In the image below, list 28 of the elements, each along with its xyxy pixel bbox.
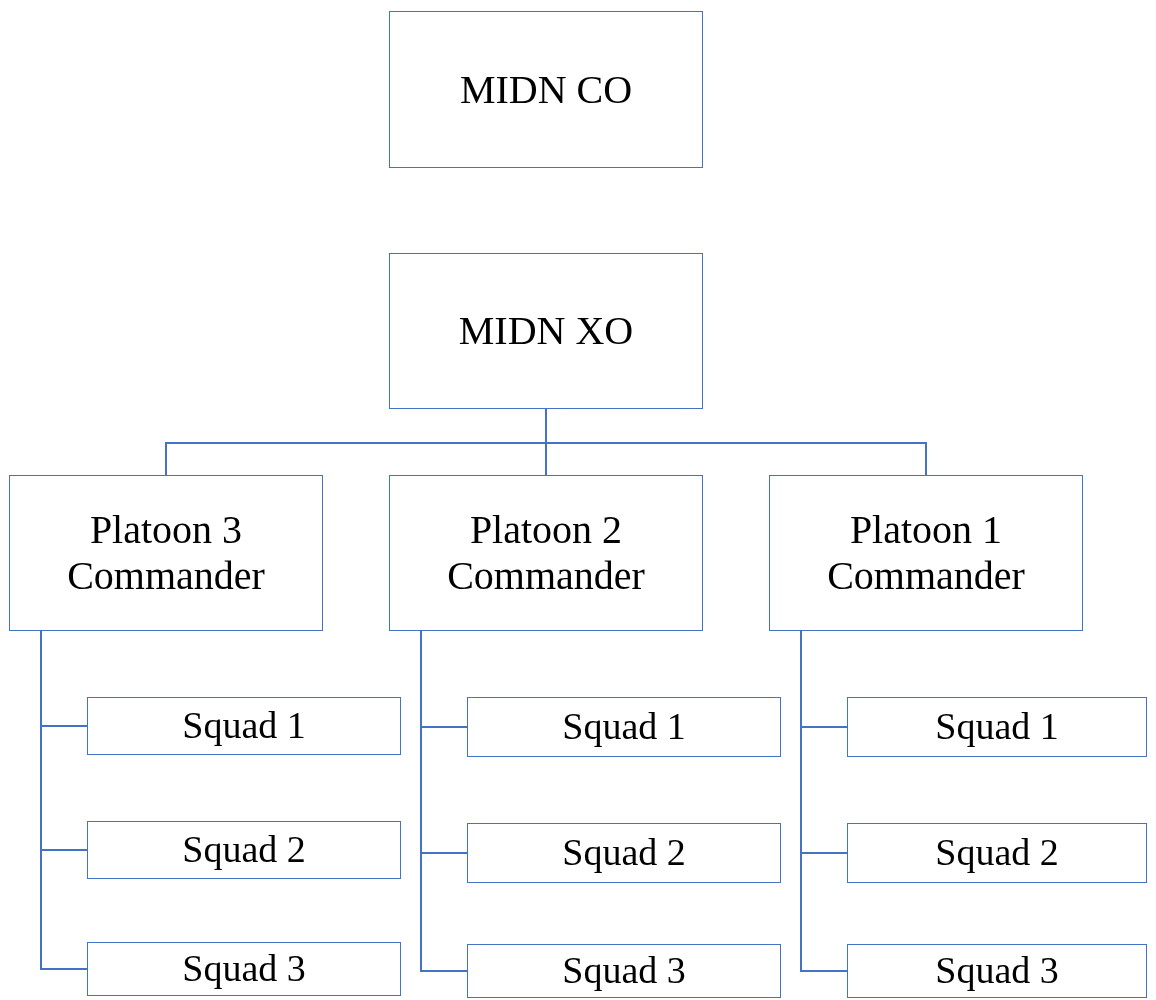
org-box (87, 942, 401, 996)
org-box (389, 475, 703, 631)
org-box (847, 944, 1147, 998)
role-label: Squad 2 (182, 828, 306, 872)
role-label: Platoon 1 Commander (826, 507, 1026, 599)
org-box (769, 475, 1083, 631)
org-box (389, 11, 703, 168)
role-label: Squad 1 (182, 704, 306, 748)
role-label: Squad 1 (562, 705, 686, 749)
org-box (467, 944, 781, 998)
role-label: Platoon 2 Commander (446, 507, 646, 599)
role-label: MIDN XO (458, 308, 634, 354)
role-label: Squad 3 (182, 947, 306, 991)
role-label: MIDN CO (459, 66, 633, 113)
role-label: Squad 3 (562, 949, 686, 993)
role-label: Platoon 3 Commander (66, 507, 266, 599)
org-box (467, 823, 781, 883)
org-box (87, 821, 401, 879)
role-label: Squad 2 (562, 831, 686, 875)
org-box (389, 253, 703, 409)
org-box (847, 823, 1147, 883)
org-box (847, 697, 1147, 757)
role-label: Squad 3 (935, 949, 1059, 993)
role-label: Squad 2 (935, 831, 1059, 875)
role-label: Squad 1 (935, 705, 1059, 749)
org-box (87, 697, 401, 755)
org-box (467, 697, 781, 757)
org-box (9, 475, 323, 631)
